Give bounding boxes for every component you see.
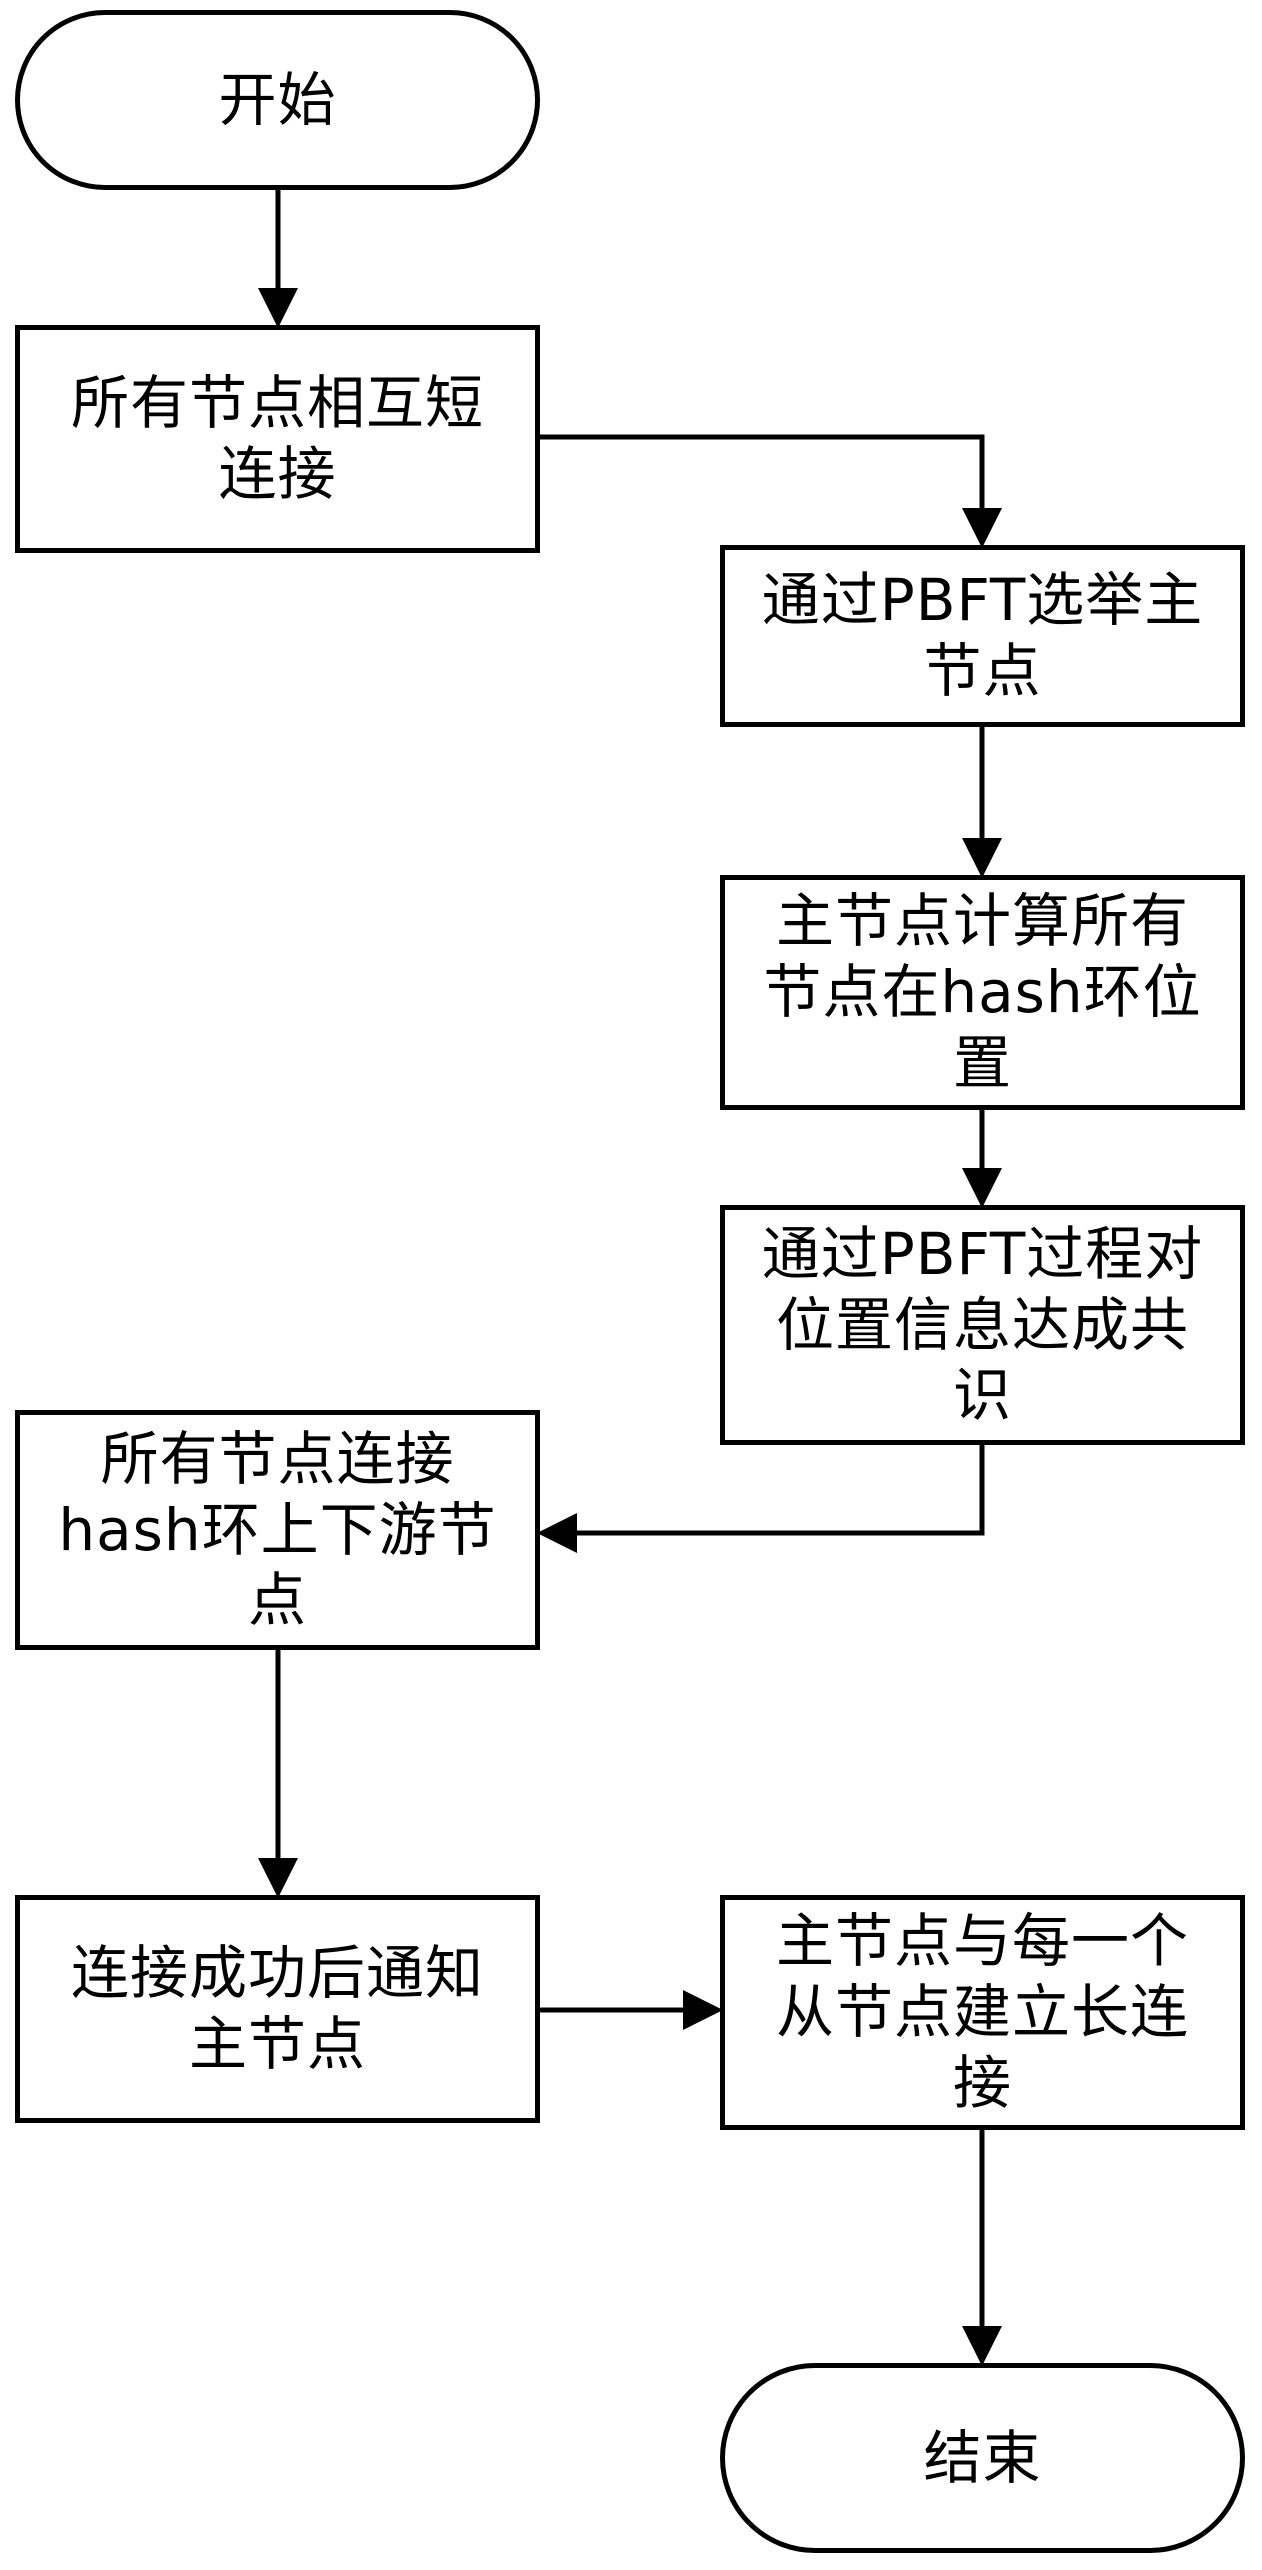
end-label-line: 结束 <box>923 2423 1042 2492</box>
long-connect-line-2: 从节点建立长连 <box>775 1978 1189 2047</box>
connect-neighbors-line-3: 点 <box>247 1566 307 1635</box>
long-connect-step: 主节点与每一个 从节点建立长连 接 <box>720 1895 1245 2130</box>
start-label: 开始 <box>218 65 336 136</box>
consensus-line-1: 通过PBFT过程对 <box>761 1219 1204 1288</box>
arrow-consensus-to-connect-neighbors <box>537 1445 985 1553</box>
consensus-line-3: 识 <box>952 1361 1012 1430</box>
start-terminal: 开始 <box>15 10 540 190</box>
notify-master-line-2: 主节点 <box>188 2010 366 2078</box>
short-connect-line-2: 连接 <box>218 440 337 508</box>
elect-master-step: 通过PBFT选举主 节点 <box>720 545 1245 727</box>
arrow-short-connect-to-elect-master <box>540 434 1002 548</box>
compute-positions-label: 主节点计算所有 节点在hash环位 置 <box>763 886 1201 1098</box>
connect-neighbors-step: 所有节点连接 hash环上下游节 点 <box>15 1410 540 1650</box>
short-connect-step: 所有节点相互短 连接 <box>15 325 540 553</box>
notify-master-line-1: 连接成功后通知 <box>70 1939 484 2008</box>
elect-master-label: 通过PBFT选举主 节点 <box>762 565 1204 707</box>
notify-master-step: 连接成功后通知 主节点 <box>15 1895 540 2123</box>
compute-positions-line-1: 主节点计算所有 <box>775 887 1189 956</box>
notify-master-label: 连接成功后通知 主节点 <box>71 1938 484 2080</box>
end-label: 结束 <box>923 2423 1041 2494</box>
start-label-line: 开始 <box>218 65 337 134</box>
long-connect-line-3: 接 <box>952 2048 1012 2117</box>
consensus-step: 通过PBFT过程对 位置信息达成共 识 <box>720 1205 1245 1445</box>
short-connect-line-1: 所有节点相互短 <box>70 369 484 438</box>
long-connect-label: 主节点与每一个 从节点建立长连 接 <box>776 1906 1189 2118</box>
connect-neighbors-line-2: hash环上下游节 <box>58 1495 497 1564</box>
connect-neighbors-line-1: 所有节点连接 <box>100 1424 455 1493</box>
consensus-line-2: 位置信息达成共 <box>775 1290 1189 1359</box>
elect-master-line-2: 节点 <box>923 637 1042 705</box>
long-connect-line-1: 主节点与每一个 <box>775 1907 1189 1976</box>
compute-positions-step: 主节点计算所有 节点在hash环位 置 <box>720 875 1245 1110</box>
elect-master-line-1: 通过PBFT选举主 <box>761 566 1204 635</box>
compute-positions-line-3: 置 <box>952 1028 1012 1097</box>
connect-neighbors-label: 所有节点连接 hash环上下游节 点 <box>58 1424 496 1636</box>
compute-positions-line-2: 节点在hash环位 <box>763 958 1202 1027</box>
short-connect-label: 所有节点相互短 连接 <box>71 368 484 510</box>
consensus-label: 通过PBFT过程对 位置信息达成共 识 <box>762 1219 1204 1431</box>
